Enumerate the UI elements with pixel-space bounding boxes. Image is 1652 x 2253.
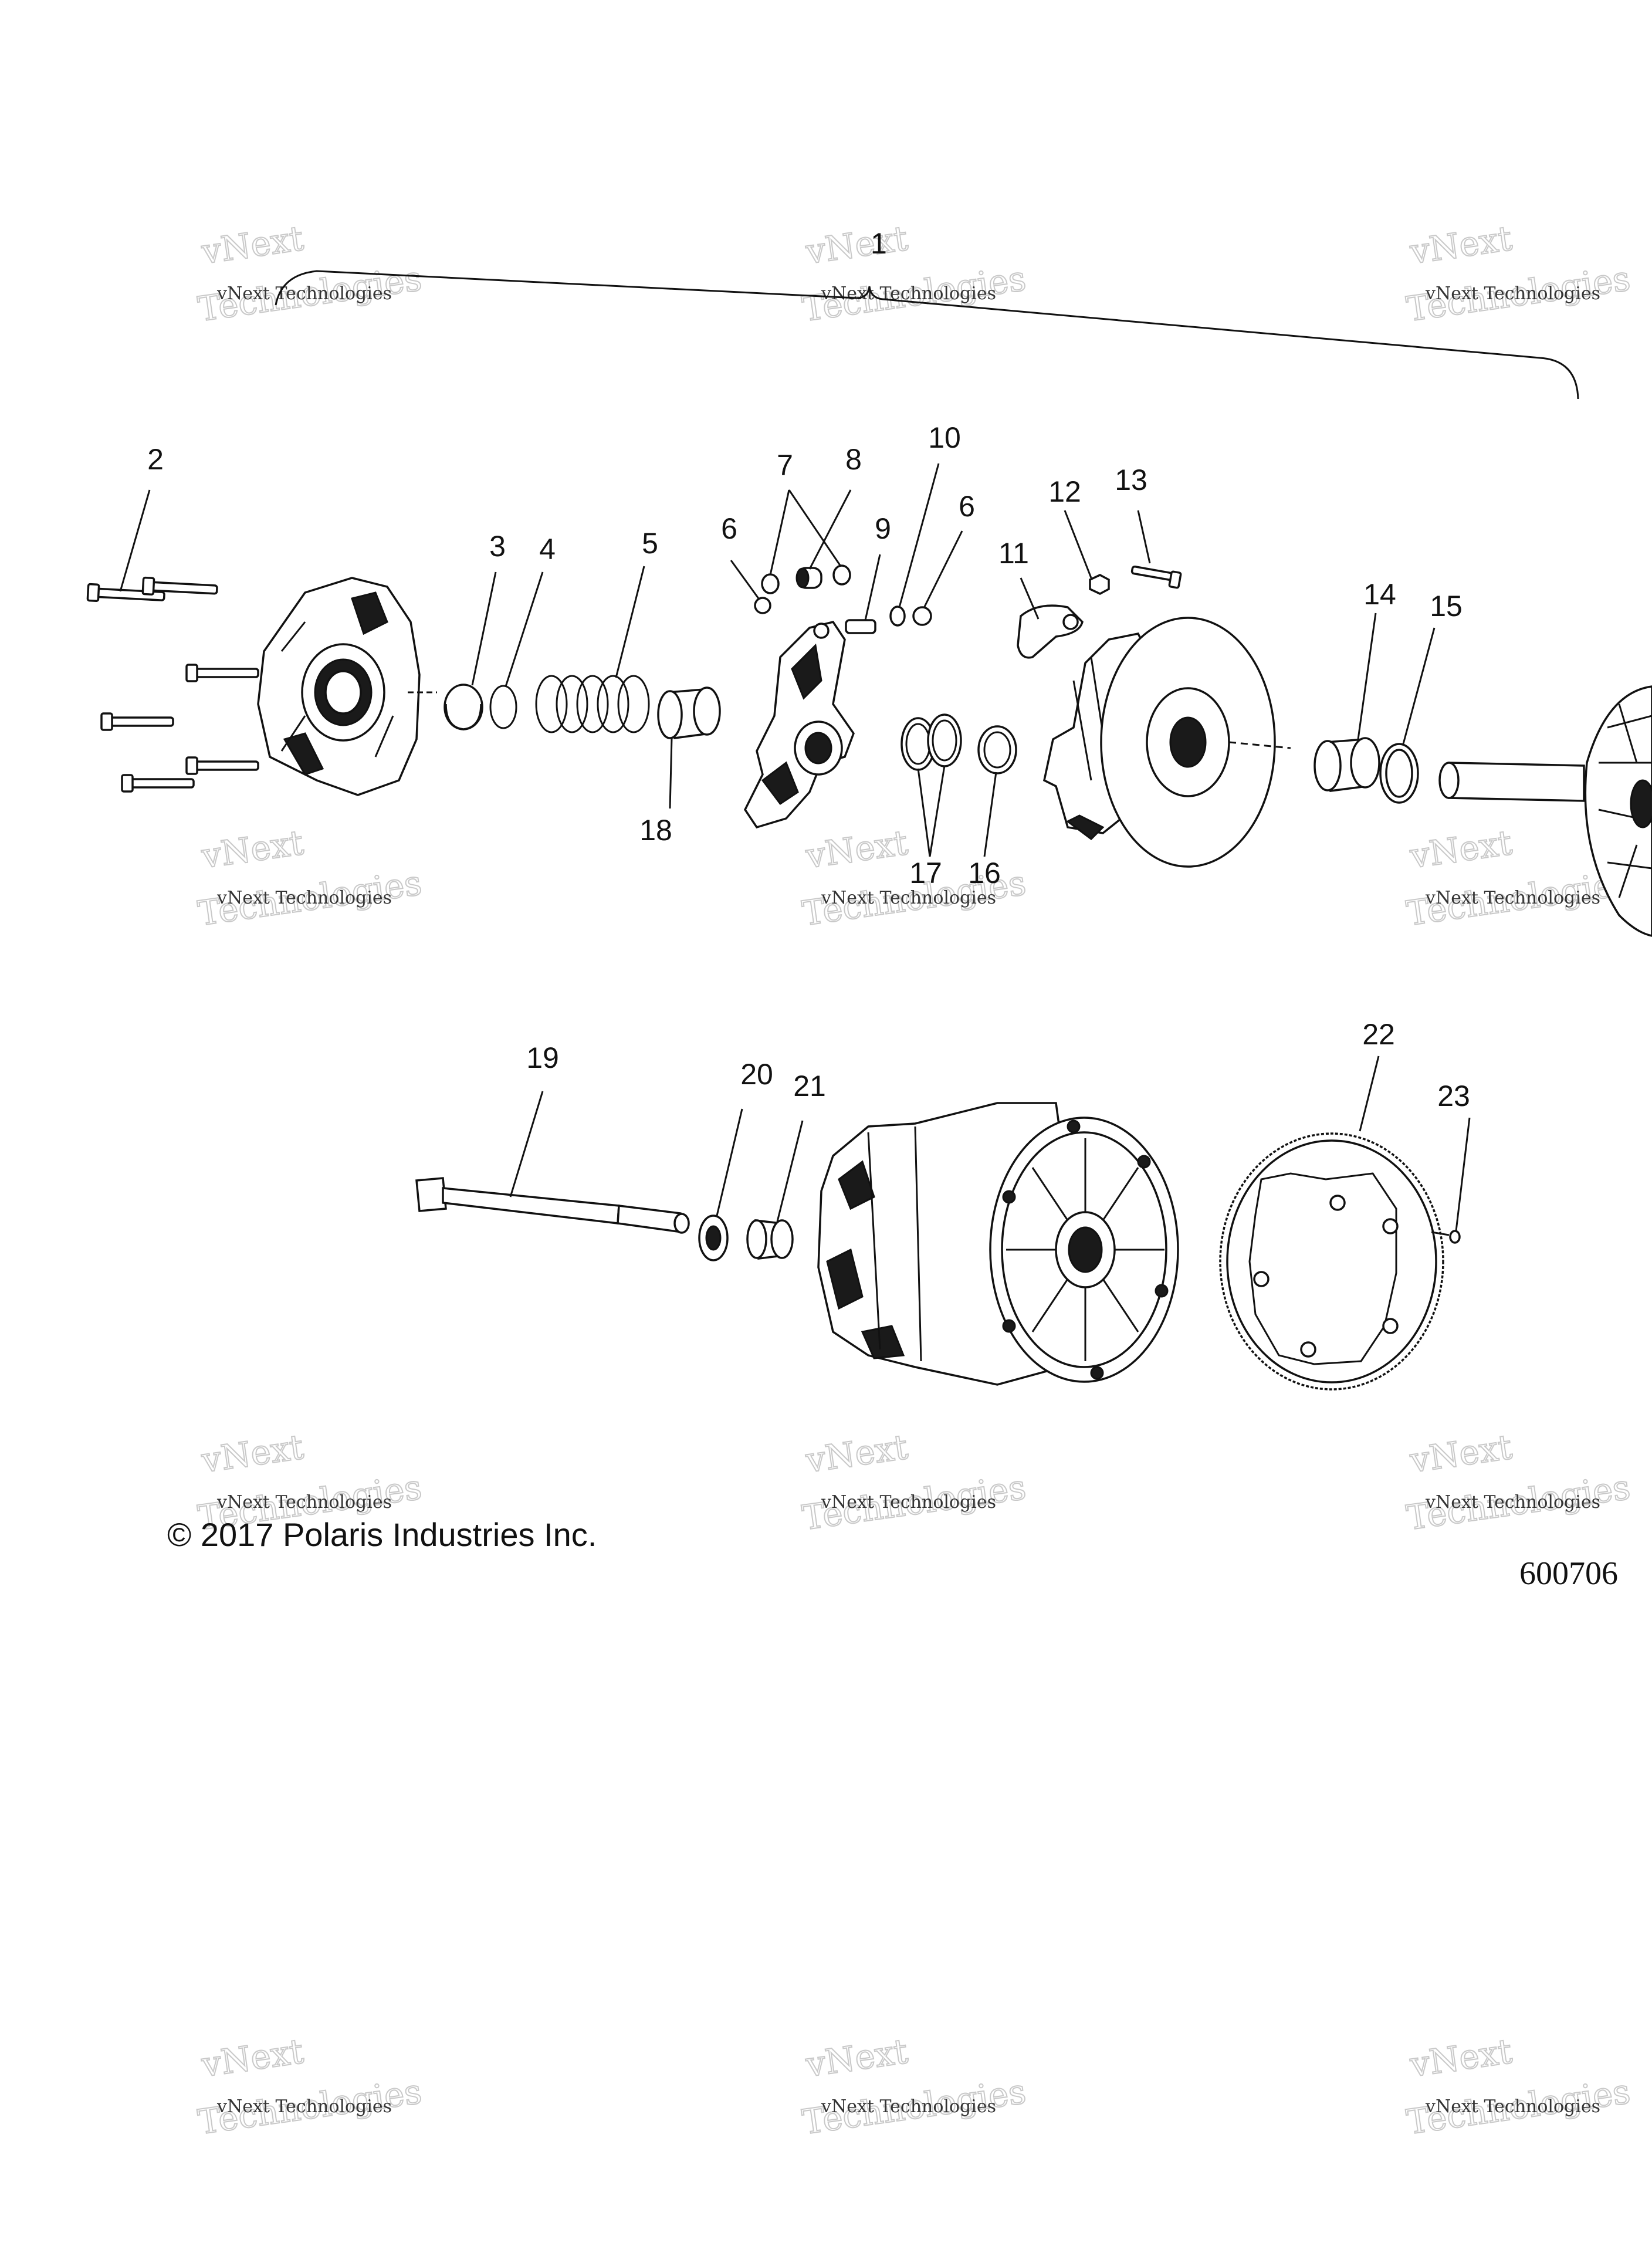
callout-18: 18 [639,814,672,847]
fixed-sheave [1438,685,1652,937]
part-11-weight [1017,604,1084,659]
svg-text:vNext: vNext [1407,218,1515,272]
clutch-cover [257,577,437,796]
part-3-bushing [444,684,483,730]
svg-text:vNext: vNext [1407,1427,1515,1481]
part-10-washer [889,605,906,627]
part-21-bushing [746,1219,794,1260]
svg-text:vNext: vNext [803,218,910,272]
svg-text:vNext Technologies: vNext Technologies [1425,888,1600,908]
svg-text:vNext Technologies: vNext Technologies [821,1492,996,1513]
watermark: vNext Technologies vNext Technologies [799,218,1029,330]
svg-text:vNext: vNext [1407,2031,1515,2085]
callouts: 1 2 3 4 5 6 7 8 9 10 6 11 12 13 14 15 16… [147,227,1470,1112]
callout-12: 12 [1048,475,1081,508]
callout-6b: 6 [959,490,975,523]
part-6-washer [754,597,771,614]
watermark: vNext Technologies vNext Technologies [1403,218,1633,330]
callout-23: 23 [1437,1080,1470,1112]
callout-15: 15 [1430,590,1463,623]
svg-text:vNext Technologies: vNext Technologies [821,888,996,908]
svg-text:vNext: vNext [199,2031,306,2085]
callout-21: 21 [793,1070,826,1102]
assembly-bracket [275,270,1579,400]
part-19-bolt [415,1177,690,1234]
callout-14: 14 [1363,578,1396,611]
callout-2: 2 [147,443,164,476]
part-16-washer-inner [983,731,1011,769]
clutch-assembly [817,1102,1179,1386]
callout-11: 11 [998,537,1029,570]
part-5-spring [535,675,650,733]
svg-text:vNext Technologies: vNext Technologies [1425,1492,1600,1513]
svg-text:vNext Technologies: vNext Technologies [216,2096,392,2117]
copyright-notice: © 2017 Polaris Industries Inc. [167,1516,597,1553]
svg-text:vNext: vNext [199,1427,306,1481]
watermark: vNext Technologies vNext Technologies [195,822,425,934]
callout-22: 22 [1362,1018,1395,1051]
callout-13: 13 [1115,464,1147,496]
spider [743,621,855,829]
svg-text:vNext: vNext [1407,823,1515,877]
svg-text:vNext: vNext [199,823,306,877]
watermark: vNext Technologies vNext Technologies [195,218,425,330]
svg-text:vNext Technologies: vNext Technologies [216,1492,392,1513]
callout-17: 17 [909,857,942,889]
part-15-ring [1379,743,1419,804]
callout-19: 19 [526,1041,559,1074]
watermark: vNext Technologies vNext Technologies [799,2031,1029,2143]
svg-text:vNext: vNext [803,2031,910,2085]
part-23-screw [1431,1230,1461,1244]
part-7-washer [832,564,851,586]
callout-4: 4 [539,533,556,566]
callout-9: 9 [875,512,891,545]
callout-10: 10 [928,421,961,454]
leader-lines [119,463,1471,1232]
svg-text:vNext Technologies: vNext Technologies [821,283,996,304]
svg-text:vNext: vNext [199,218,306,272]
part-18-spacer [657,686,721,739]
part-20-washer [698,1215,729,1261]
svg-text:vNext Technologies: vNext Technologies [216,283,392,304]
part-4-ring [489,685,517,729]
svg-text:vNext: vNext [803,823,910,877]
part-7-washer [761,573,780,594]
watermark: vNext Technologies vNext Technologies [1403,2031,1633,2143]
part-12-nut [1089,574,1110,595]
moveable-sheave [1043,617,1291,868]
part-2-bolts [86,576,259,793]
watermark: vNext Technologies vNext Technologies [799,1426,1029,1538]
callout-5: 5 [642,527,658,560]
svg-text:vNext Technologies: vNext Technologies [216,888,392,908]
callout-20: 20 [740,1058,773,1091]
part-14-bushing [1314,737,1380,792]
svg-text:vNext Technologies: vNext Technologies [821,2096,996,2117]
watermark: vNext Technologies vNext Technologies [195,2031,425,2143]
callout-6: 6 [721,512,737,545]
callout-8: 8 [845,443,862,476]
svg-text:vNext Technologies: vNext Technologies [1425,283,1600,304]
diagram-id: 600706 [1519,1555,1618,1592]
callout-16: 16 [968,857,1001,889]
part-22-ring-gear [1219,1132,1444,1391]
part-17-washer-inner [932,719,957,762]
part-9-pin [845,619,876,634]
part-8-roller [795,567,822,589]
svg-text:vNext Technologies: vNext Technologies [1425,2096,1600,2117]
part-6-washer [912,606,932,626]
callout-7: 7 [777,449,793,482]
part-13-bolt [1130,565,1182,589]
watermark: vNext Technologies vNext Technologies [1403,1426,1633,1538]
callout-3: 3 [489,530,506,563]
svg-text:vNext: vNext [803,1427,910,1481]
callout-1: 1 [871,227,887,260]
